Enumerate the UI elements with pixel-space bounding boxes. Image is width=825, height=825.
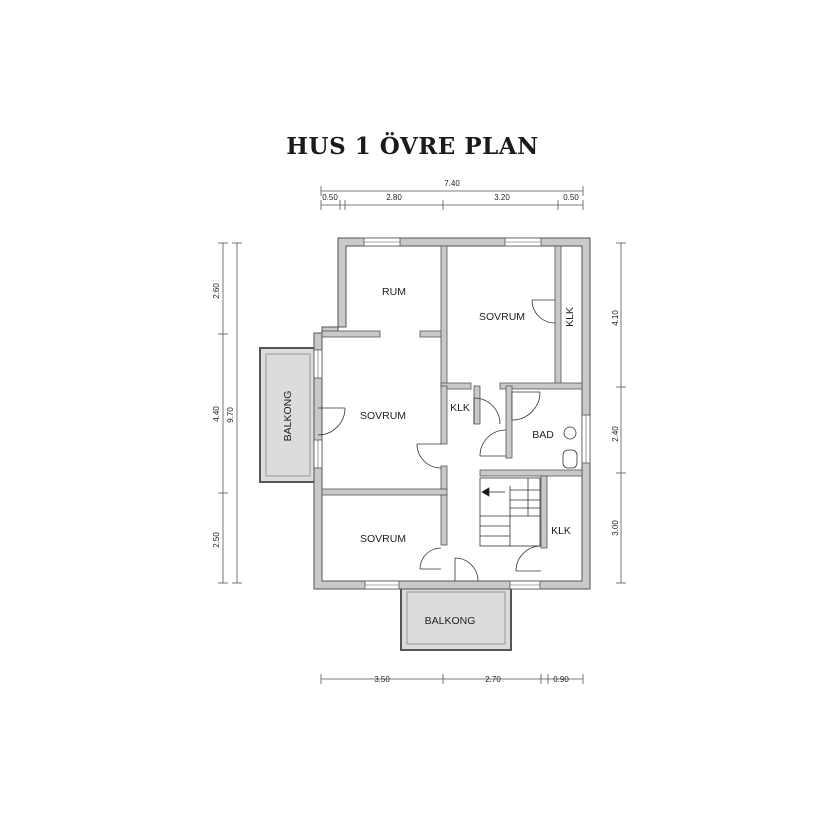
room-label-sovrum-mid: SOVRUM (360, 410, 406, 422)
balcony-west (259, 347, 317, 483)
dim-bottom-seg-3: 0.90 (553, 675, 569, 684)
dim-left-seg-1: 2.60 (212, 283, 221, 299)
interior-walls (321, 245, 583, 549)
room-label-rum: RUM (382, 286, 406, 298)
dim-right-seg-2: 2.40 (611, 426, 620, 442)
room-label-balkong-west: BALKONG (282, 391, 294, 442)
room-labels: RUM SOVRUM KLK SOVRUM KLK BAD KLK SOVRUM… (282, 286, 576, 627)
room-label-sovrum-bottom: SOVRUM (360, 533, 406, 545)
dim-top-total: 7.40 (444, 179, 460, 188)
balcony-south (400, 586, 512, 651)
dim-top-seg-3: 3.20 (494, 193, 510, 202)
dim-top-seg-4: 0.50 (563, 193, 579, 202)
dim-right-seg-1: 4.10 (611, 310, 620, 326)
dim-bottom-seg-1: 3.50 (374, 675, 390, 684)
dim-left-seg-3: 2.50 (212, 532, 221, 548)
dim-bottom-seg-2: 2.70 (485, 675, 501, 684)
dimension-labels: 7.40 0.50 2.80 3.20 0.50 9.70 2.60 4.40 … (212, 179, 620, 684)
staircase (479, 477, 541, 547)
room-label-bad: BAD (532, 429, 554, 441)
dimension-lines (218, 186, 626, 684)
dim-left-total: 9.70 (226, 407, 235, 423)
dim-top-seg-2: 2.80 (386, 193, 402, 202)
doors (317, 299, 556, 582)
bathroom-fixtures (562, 426, 578, 469)
room-label-klk-bottom: KLK (551, 525, 571, 537)
dim-left-seg-2: 4.40 (212, 406, 221, 422)
dim-right-seg-3: 3.00 (611, 520, 620, 536)
room-label-klk-mid: KLK (450, 402, 470, 414)
room-label-klk-top: KLK (564, 307, 576, 327)
plan-title: HUS 1 ÖVRE PLAN (286, 133, 539, 160)
room-label-balkong-south: BALKONG (425, 615, 476, 627)
dim-top-seg-1: 0.50 (322, 193, 338, 202)
room-label-sovrum-top: SOVRUM (479, 311, 525, 323)
